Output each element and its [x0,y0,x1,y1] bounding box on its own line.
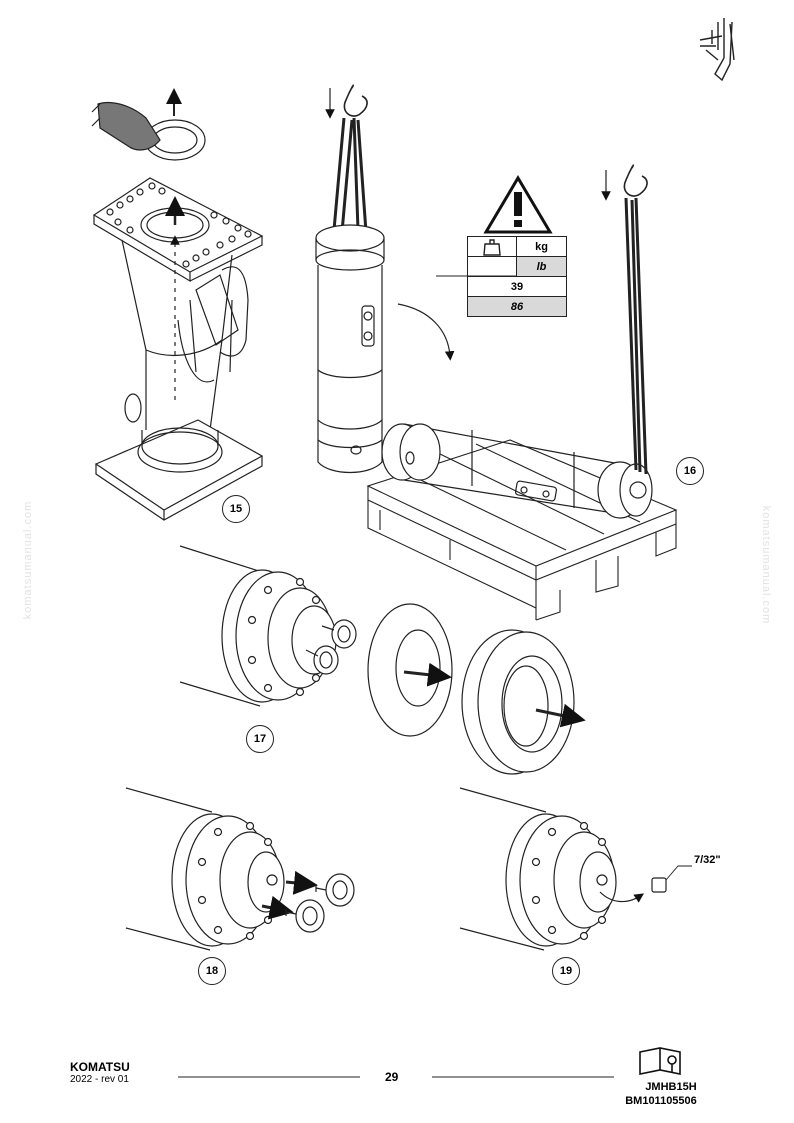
seal-ring-17 [461,629,586,775]
step-number-16: 16 [676,457,704,485]
unit-imperial: lb [517,257,566,276]
step-number-19: 19 [552,957,580,985]
step-number-18: 18 [198,957,226,985]
watermark-right: komatsumanual.com [760,505,772,625]
weight-metric: 39 [510,280,524,293]
cylinder-lying [381,197,653,519]
book-icon [639,1047,681,1075]
crane-hook-icon [325,84,648,201]
weight-icon [468,237,517,256]
hex-key-size-label: 7/32" [694,854,721,866]
cylinder-hanging [315,117,385,473]
cylinder-end-17 [179,545,357,707]
document-code-2: BM101105506 [625,1095,697,1107]
unit-metric: kg [535,240,548,253]
watermark-left: komatsumanual.com [22,500,34,620]
page-number: 29 [385,1070,399,1084]
footer-brand: KOMATSU [70,1060,130,1074]
step-number-15: 15 [222,495,250,523]
cylinder-end-19 [459,787,692,951]
arrow-icon [397,303,455,361]
bracket-housing [92,177,264,521]
weight-table: kg lb 39 86 [467,236,567,317]
hand-icon [91,88,206,161]
warning-triangle-icon [483,175,553,234]
footer-revision: 2022 - rev 01 [70,1074,129,1085]
weight-imperial: 86 [468,297,566,316]
cylinder-end-18 [125,787,355,951]
washer-17 [367,603,453,737]
step-number-17: 17 [246,725,274,753]
document-code-1: JMHB15H [645,1081,697,1093]
